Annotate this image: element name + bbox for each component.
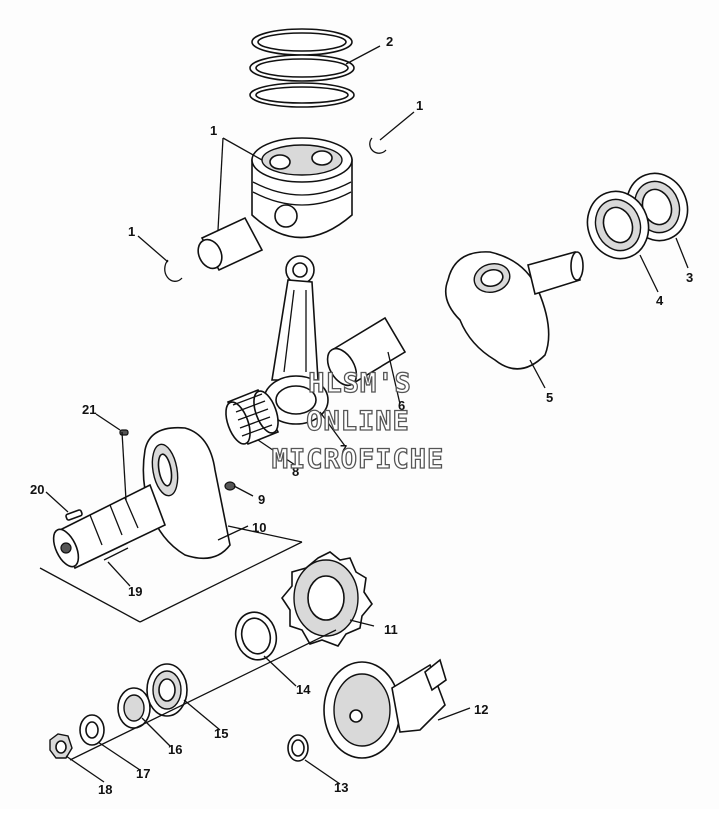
callout-7: 6	[398, 398, 405, 413]
callout-9: 8	[292, 464, 299, 479]
leader-lines	[45, 45, 689, 785]
assembly-axis	[69, 629, 337, 761]
crank-pin	[326, 316, 407, 387]
callout-22: 21	[82, 402, 96, 417]
callout-13: 12	[474, 702, 488, 717]
nut	[49, 733, 73, 759]
callout-15: 14	[296, 682, 311, 697]
shaft-pin	[103, 547, 129, 561]
piston	[251, 137, 353, 239]
callout-1-upper: 1	[416, 98, 423, 113]
wrist-pin	[197, 216, 264, 272]
woodruff-key	[65, 509, 83, 521]
watermark-line-3: MICROFICHE	[272, 444, 445, 475]
group-bracket	[39, 431, 303, 623]
callout-21: 20	[30, 482, 44, 497]
callout-6: 5	[546, 390, 553, 405]
thrust-washer	[234, 611, 278, 661]
callout-17: 16	[168, 742, 182, 757]
bearing-inner	[586, 190, 650, 260]
watermark: HLSM'S ONLINE MICROFICHE	[271, 367, 445, 475]
callout-14: 13	[334, 780, 348, 795]
callout-19: 18	[98, 782, 112, 797]
callout-10: 9	[258, 492, 265, 507]
circlip-lower	[164, 259, 183, 282]
callout-labels: 2 1 1 1 3 4 5 6 7 8 9 10 11 12 13 14 15 …	[30, 34, 693, 797]
callout-16: 15	[214, 726, 228, 741]
washer	[79, 714, 105, 746]
small-washer	[287, 734, 309, 762]
circlip-upper	[369, 137, 387, 154]
callout-3: 2	[386, 34, 393, 49]
crank-gear	[281, 551, 373, 647]
callout-2: 1	[210, 123, 217, 138]
crankshaft-half-right	[444, 250, 584, 370]
callout-1-lower: 1	[128, 224, 135, 239]
oil-plug	[224, 481, 236, 491]
callout-20: 19	[128, 584, 142, 599]
balancer-shaft	[323, 658, 447, 759]
callout-4: 3	[686, 270, 693, 285]
connecting-rod	[263, 255, 329, 425]
callout-12: 11	[384, 622, 398, 637]
callout-18: 17	[136, 766, 150, 781]
callout-8: 7	[340, 442, 347, 457]
callout-11: 10	[252, 520, 266, 535]
piston-rings	[249, 28, 355, 108]
callout-5: 4	[656, 293, 664, 308]
dowel-pin	[119, 429, 129, 436]
needle-bearing	[225, 388, 280, 446]
small-gear	[146, 663, 188, 717]
watermark-line-1: HLSM'S	[308, 368, 412, 399]
crankshaft-half-left	[52, 426, 231, 570]
watermark-line-2: ONLINE	[306, 406, 410, 437]
